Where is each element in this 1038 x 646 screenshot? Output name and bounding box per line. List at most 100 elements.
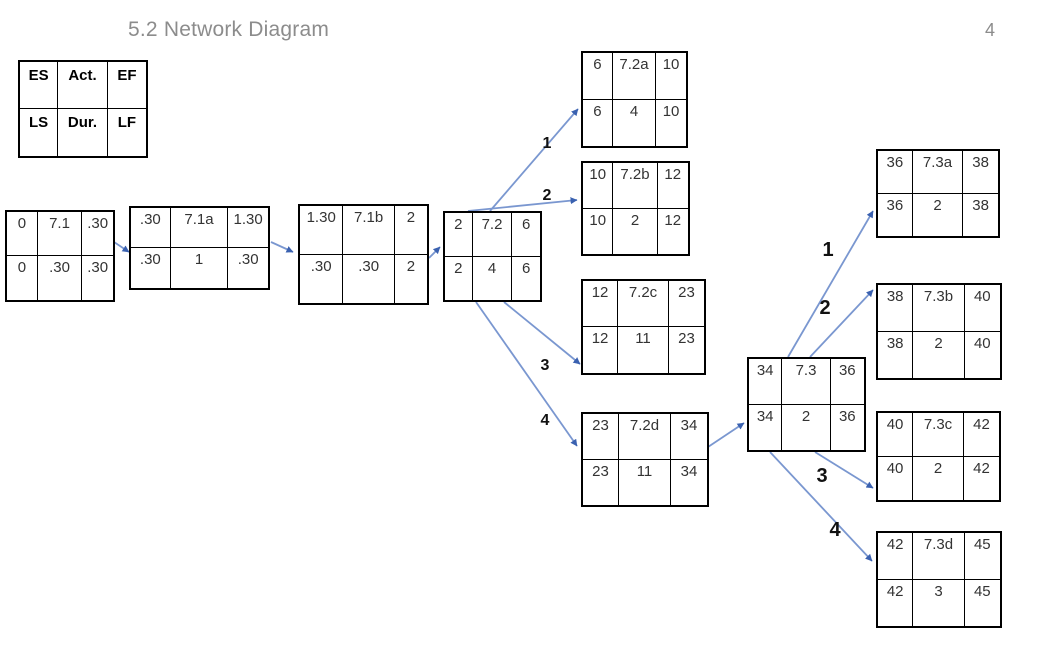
activity-id: 7.1a bbox=[170, 208, 229, 248]
ls-value: 36 bbox=[878, 193, 913, 236]
es-value: 12 bbox=[583, 281, 619, 327]
task-node-7-3: 34 7.3 36 34 2 36 bbox=[747, 357, 866, 452]
ef-value: 34 bbox=[671, 414, 707, 460]
ls-value: 23 bbox=[583, 459, 619, 505]
duration-value: 1 bbox=[171, 248, 229, 288]
lf-value: 45 bbox=[973, 582, 991, 600]
lf-value: 40 bbox=[973, 334, 991, 352]
activity-id: 7.2a bbox=[612, 53, 657, 100]
activity-id: 7.2d bbox=[618, 414, 672, 460]
edge-label-7-3-to-7-3c: 3 bbox=[816, 465, 828, 487]
ls-value: 42 bbox=[878, 579, 914, 626]
duration-value: .30 bbox=[38, 256, 83, 300]
ef-value: 40 bbox=[964, 285, 1000, 332]
task-node-7-2: 2 7.2 6 2 4 6 bbox=[443, 211, 542, 302]
arrow-7-3-to-7-3a bbox=[787, 210, 874, 358]
es-value: 2 bbox=[445, 213, 473, 257]
ef-value: 36 bbox=[830, 359, 864, 405]
ef-value: 1.30 bbox=[228, 208, 268, 248]
legend-act-label: Act. bbox=[58, 62, 108, 109]
task-node-7-2c: 12 7.2c 23 12 11 23 bbox=[581, 279, 706, 375]
ls-value: .30 bbox=[131, 248, 171, 288]
ef-value: 23 bbox=[668, 281, 704, 327]
ef-value: 12 bbox=[657, 163, 688, 209]
legend-ls-label: LS bbox=[20, 109, 59, 156]
activity-id: 7.1 bbox=[37, 212, 83, 256]
duration-value: 11 bbox=[619, 459, 672, 505]
lf-value: 6 bbox=[522, 259, 531, 277]
activity-id: 7.2b bbox=[613, 163, 658, 209]
duration-value: 11 bbox=[618, 327, 669, 373]
task-node-7-2d: 23 7.2d 34 23 11 34 bbox=[581, 412, 709, 507]
task-node-7-1: 0 7.1 .30 0 .30 .30 bbox=[5, 210, 115, 302]
task-node-7-3d: 42 7.3d 45 42 3 45 bbox=[876, 531, 1002, 628]
activity-id: 7.3c bbox=[913, 413, 964, 457]
legend-lf-label: LF bbox=[117, 114, 137, 131]
task-node-7-2a: 6 7.2a 10 6 4 10 bbox=[581, 51, 688, 148]
arrow-7-2-to-7-2a bbox=[489, 108, 579, 212]
duration-value: 2 bbox=[913, 193, 964, 236]
es-value: 38 bbox=[878, 285, 914, 332]
activity-id: 7.3a bbox=[912, 151, 964, 194]
lf-value: 23 bbox=[678, 330, 695, 347]
es-value: 34 bbox=[749, 359, 783, 405]
arrow-7-2d-to-7-3 bbox=[707, 422, 745, 448]
ls-value: 0 bbox=[7, 256, 38, 300]
legend-ef-label: EF bbox=[107, 62, 146, 109]
es-value: 10 bbox=[583, 163, 614, 209]
es-value: 40 bbox=[878, 413, 914, 457]
es-value: 23 bbox=[583, 414, 619, 460]
ls-value: 12 bbox=[583, 327, 619, 373]
edge-label-7-2-to-7-2b: 2 bbox=[542, 187, 552, 204]
lf-value: 2 bbox=[406, 257, 416, 275]
task-node-7-1a: .30 7.1a 1.30 .30 1 .30 bbox=[129, 206, 270, 290]
ls-value: 2 bbox=[445, 256, 473, 300]
arrow-7-2-to-7-2d bbox=[475, 301, 578, 447]
activity-id: 7.3d bbox=[913, 533, 965, 580]
ls-value: 34 bbox=[749, 404, 783, 450]
duration-value: 2 bbox=[613, 208, 658, 254]
ef-value: 2 bbox=[394, 206, 427, 255]
arrow-7-2-to-7-2b bbox=[467, 197, 578, 212]
arrow-7-1-to-7-1a bbox=[113, 241, 130, 253]
duration-value: 2 bbox=[913, 331, 965, 378]
arrow-7-1a-to-7-1b bbox=[270, 241, 294, 253]
lf-value: 10 bbox=[662, 102, 680, 120]
ls-value: 38 bbox=[878, 331, 914, 378]
legend-es-label: ES bbox=[20, 62, 59, 109]
duration-value: 4 bbox=[473, 256, 513, 300]
edge-label-7-2-to-7-2c: 3 bbox=[540, 357, 550, 374]
activity-id: 7.1b bbox=[343, 206, 395, 255]
lf-value: 34 bbox=[680, 462, 698, 480]
task-node-7-2b: 10 7.2b 12 10 2 12 bbox=[581, 161, 690, 256]
arrow-7-1b-to-7-2 bbox=[428, 246, 441, 259]
ef-value: 42 bbox=[963, 413, 999, 457]
edge-label-7-3-to-7-3d: 4 bbox=[829, 519, 841, 541]
lf-value: 38 bbox=[972, 196, 989, 214]
ef-value: .30 bbox=[82, 212, 113, 256]
lf-value: .30 bbox=[87, 259, 109, 276]
es-value: 1.30 bbox=[300, 206, 344, 255]
task-node-7-3a: 36 7.3a 38 36 2 38 bbox=[876, 149, 1000, 238]
activity-id: 7.3b bbox=[913, 285, 965, 332]
ef-value: 38 bbox=[963, 151, 998, 194]
es-value: 36 bbox=[878, 151, 913, 194]
duration-value: .30 bbox=[343, 254, 395, 303]
duration-value: 2 bbox=[782, 404, 831, 450]
arrow-7-2-to-7-2c bbox=[503, 301, 581, 365]
lf-value: .30 bbox=[237, 251, 259, 268]
activity-id: 7.2 bbox=[472, 213, 513, 257]
es-value: .30 bbox=[131, 208, 171, 248]
ef-value: 45 bbox=[964, 533, 1000, 580]
es-value: 0 bbox=[7, 212, 38, 256]
duration-value: 4 bbox=[613, 99, 657, 146]
task-node-7-3c: 40 7.3c 42 40 2 42 bbox=[876, 411, 1001, 502]
edge-label-7-3-to-7-3b: 2 bbox=[819, 297, 831, 319]
lf-value: 36 bbox=[838, 407, 856, 425]
activity-id: 7.3 bbox=[782, 359, 831, 405]
edge-label-7-2-to-7-2a: 1 bbox=[542, 135, 552, 152]
edge-label-7-3-to-7-3a: 1 bbox=[822, 239, 834, 261]
lf-value: 12 bbox=[664, 211, 682, 229]
es-value: 6 bbox=[583, 53, 613, 100]
legend-box: ES Act. EF LS Dur. LF bbox=[18, 60, 148, 158]
